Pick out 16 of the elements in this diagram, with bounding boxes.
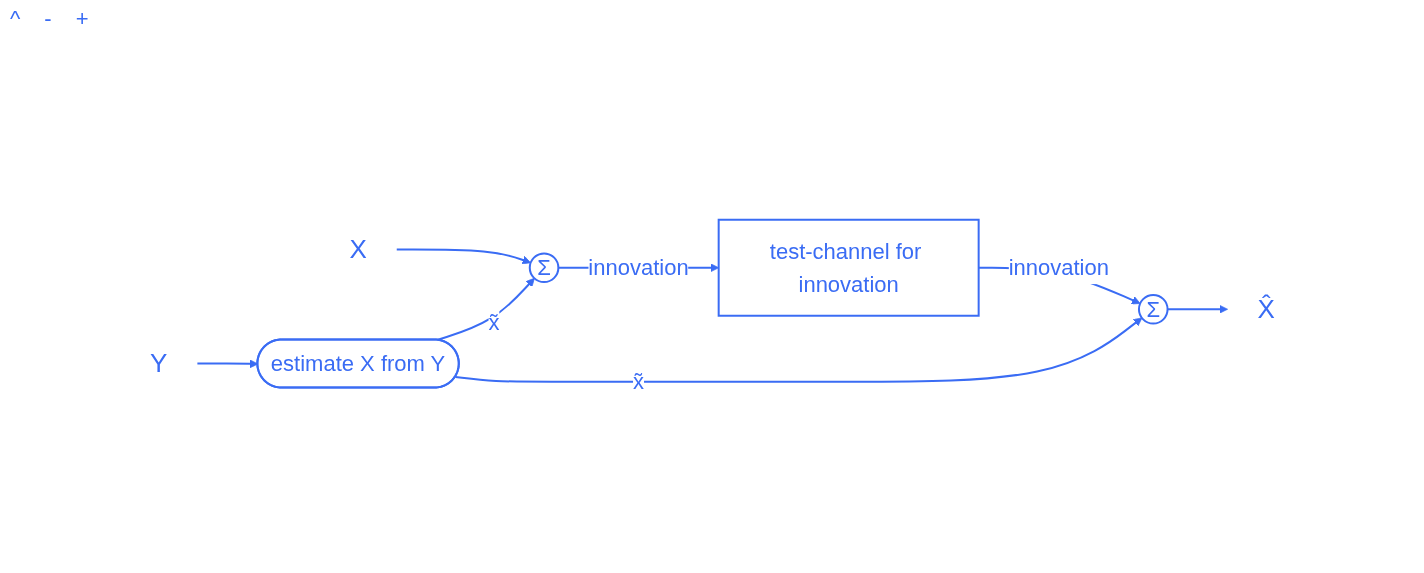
node-text: X̂ <box>1257 293 1275 324</box>
node-text: Y <box>149 347 167 378</box>
sign-label: + <box>75 6 89 32</box>
arrow <box>395 248 531 265</box>
arrow <box>195 359 258 369</box>
arrow <box>454 317 1142 383</box>
node-circle: Σ <box>528 252 559 283</box>
edge-label: x̃ <box>632 369 644 395</box>
edge-label: innovation <box>1008 255 1109 281</box>
sign-label: - <box>44 6 52 32</box>
sign-label: ^ <box>10 6 21 32</box>
edge-label: x̃ <box>488 309 499 335</box>
node-circle: Σ <box>1137 293 1169 325</box>
node-text: X <box>348 233 367 264</box>
node-box: test-channel for innovation <box>717 218 980 317</box>
edge-label: innovation <box>587 255 689 281</box>
